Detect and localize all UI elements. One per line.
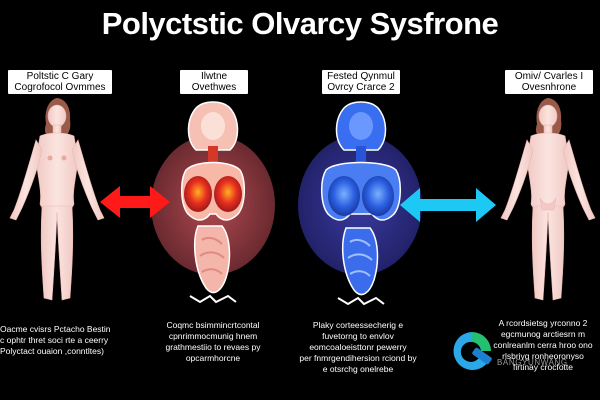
- caption-far-right-line-3: conlreanlm cerra hroo ono: [493, 340, 593, 350]
- red-reproductive-organ: [181, 101, 245, 304]
- red-double-arrow: [100, 186, 170, 218]
- label-far-right: Omiv/ Cvarles I Ovesnhrone: [505, 70, 593, 94]
- caption-far-left-line-3: Polyctact ouaion ,conntltes): [0, 346, 104, 356]
- caption-far-right: A rcordsietsg yrconno 2 egcmunog arcties…: [488, 318, 598, 373]
- caption-mid-left-line-4: opcarmhorcne: [185, 353, 241, 363]
- caption-mid-left: Coqmc bsimmincrtcontal cpnrimmocmunig hn…: [158, 320, 268, 364]
- cyan-double-arrow: [400, 188, 496, 222]
- caption-far-right-line-2: egcmunog arctiesrn m: [500, 329, 586, 339]
- label-mid-left-line-2: Ovethwes: [191, 82, 237, 93]
- caption-mid-right-line-1: Plaky corteessecherig e: [312, 320, 404, 330]
- q-logo-icon: [453, 332, 492, 370]
- caption-mid-left-line-3: grathmestiio to revaes py: [165, 342, 261, 352]
- label-mid-right-line-1: Fested Qynmul: [327, 71, 395, 82]
- caption-far-left: Oacme cvisrs Pctacho Bestin c ophtr thre…: [0, 324, 120, 357]
- label-far-left: Poltstic C Gary Cogrofocol Ovmmes: [8, 70, 112, 94]
- label-mid-left-line-1: Ilwtne: [200, 71, 228, 82]
- label-mid-right: Fested Qynmul Ovrcy Crarce 2: [322, 70, 400, 94]
- caption-mid-right: Plaky corteessecherig e fuvetorng to env…: [298, 320, 418, 375]
- caption-mid-right-line-5: e otsrchg onelrebe: [322, 364, 394, 374]
- label-far-left-line-1: Poltstic C Gary: [26, 71, 94, 82]
- caption-mid-right-line-2: fuvetorng to envlov: [322, 331, 394, 341]
- caption-mid-right-line-4: per fnmrgendihersion rciond by: [299, 353, 417, 363]
- watermark-text: BANGYUNWANG: [497, 358, 568, 367]
- label-mid-right-line-2: Ovrcy Crarce 2: [327, 82, 395, 93]
- page-title: Polyctstic Olvarcy Sysfrone: [101, 6, 499, 41]
- caption-mid-right-line-3: eomcoaloeisttonr pewerry: [309, 342, 407, 352]
- label-mid-left: Ilwtne Ovethwes: [180, 70, 248, 94]
- caption-mid-left-line-2: cpnrimmocmunig hnem: [168, 331, 258, 341]
- caption-mid-left-line-1: Coqmc bsimmincrtcontal: [166, 320, 260, 330]
- label-far-left-line-2: Cogrofocol Ovmmes: [14, 82, 106, 93]
- label-far-right-line-2: Ovesnhrone: [521, 82, 577, 93]
- caption-far-right-line-4: rlsbriyg ronheoronyso: [502, 351, 584, 361]
- female-figure-left: [9, 98, 105, 301]
- blue-reproductive-organ: [321, 101, 401, 306]
- female-figure-right: [500, 98, 596, 301]
- label-far-right-line-1: Omiv/ Cvarles I: [514, 71, 584, 82]
- caption-far-left-line-2: c ophtr thret soci rte a ceerry: [0, 335, 109, 345]
- caption-far-right-line-1: A rcordsietsg yrconno 2: [498, 318, 588, 328]
- caption-far-left-line-1: Oacme cvisrs Pctacho Bestin: [0, 324, 111, 334]
- caption-far-right-line-5: firtinay crocfotte: [513, 362, 573, 372]
